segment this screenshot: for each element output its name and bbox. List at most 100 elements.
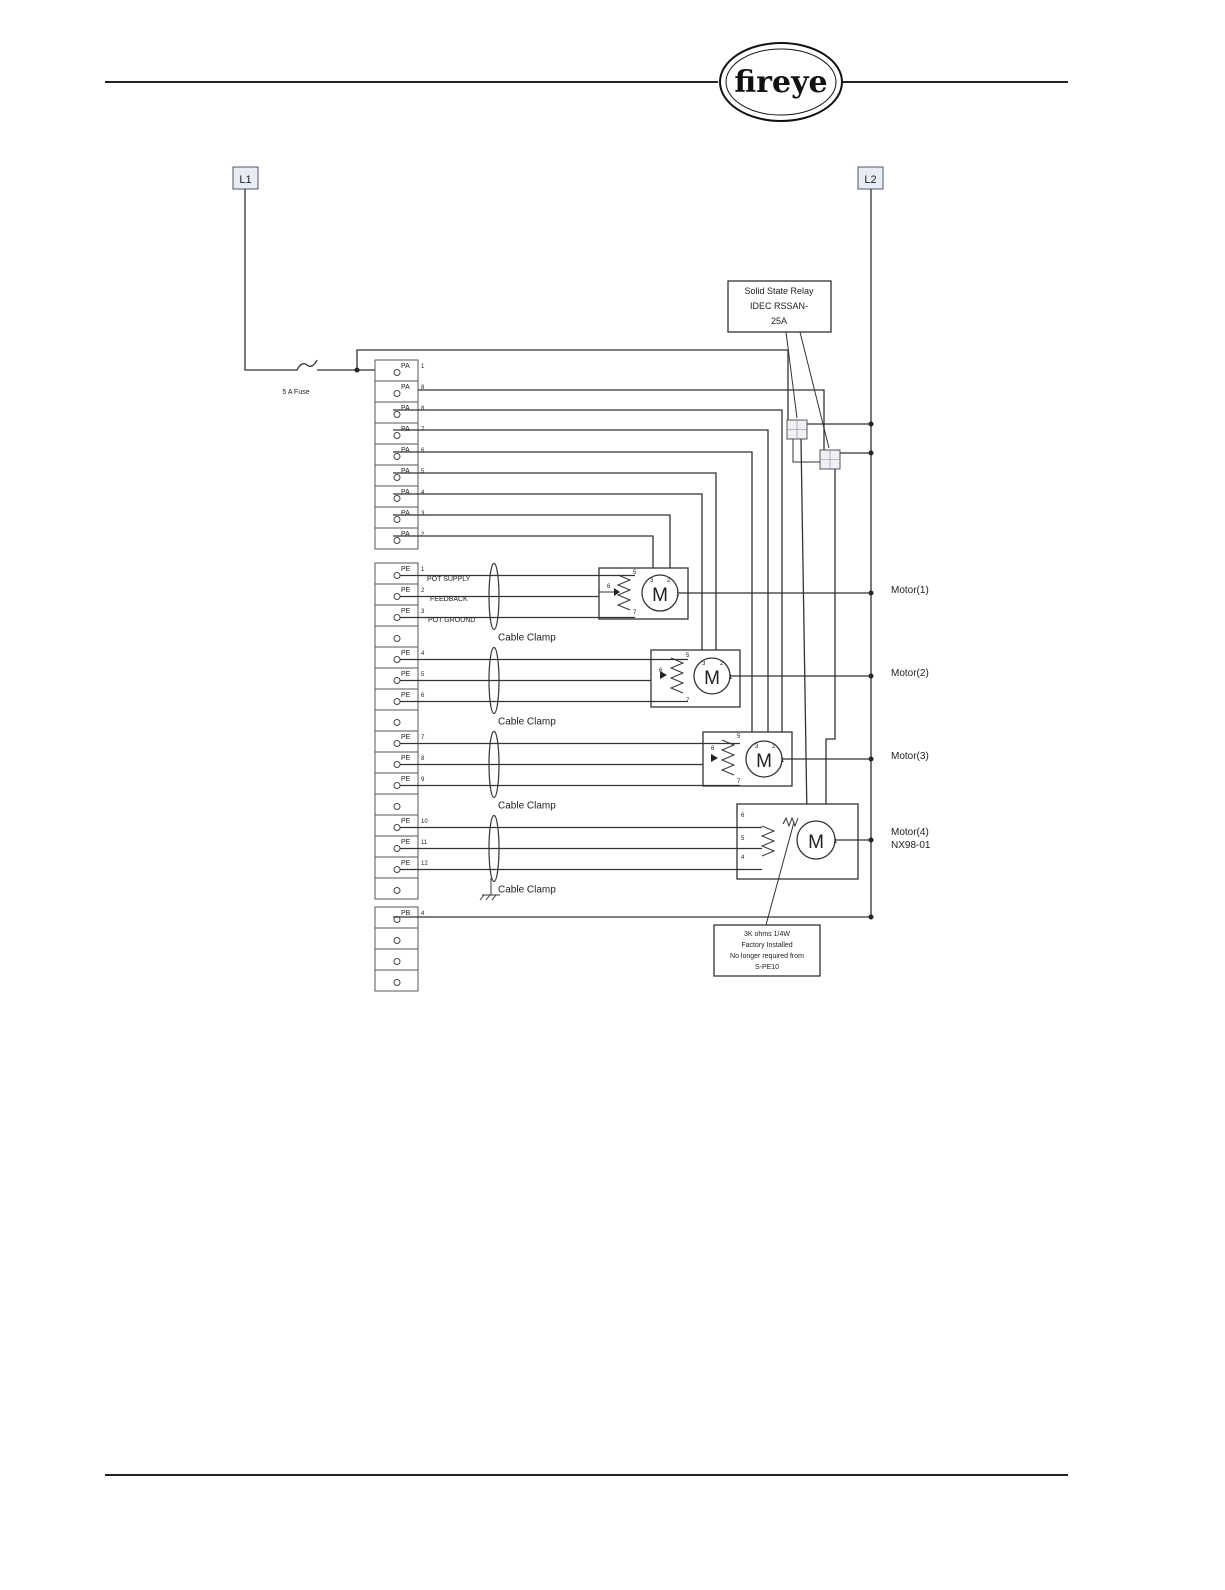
svg-text:3: 3 — [755, 744, 759, 750]
resistor-note-pointer — [765, 821, 795, 926]
svg-text:3K ohms 1/4W: 3K ohms 1/4W — [744, 931, 790, 938]
l1-wire — [244, 189, 290, 371]
svg-text:2: 2 — [720, 661, 724, 667]
svg-text:1: 1 — [729, 675, 733, 681]
terminal-number: 8 — [421, 406, 425, 412]
svg-text:3: 3 — [650, 578, 654, 584]
svg-text:Factory Installed: Factory Installed — [741, 942, 792, 949]
svg-text:M: M — [652, 585, 668, 606]
terminal-tag: PA — [401, 384, 410, 391]
terminal-tag: PE — [401, 692, 411, 699]
terminal-number: 3 — [421, 511, 425, 517]
svg-text:L1: L1 — [239, 174, 251, 186]
motor-1: M 65 73 21 — [598, 567, 689, 620]
svg-text:M: M — [704, 668, 720, 689]
terminal-tag: PE — [401, 776, 411, 783]
potentiometer-2 — [669, 657, 685, 694]
svg-text:1: 1 — [834, 839, 838, 845]
terminal-tag: PE — [401, 734, 411, 741]
resistor-note: 3K ohms 1/4W Factory Installed No longer… — [713, 924, 821, 977]
svg-text:5: 5 — [633, 570, 637, 576]
relay-2 — [819, 449, 841, 470]
terminal-tag: PB — [401, 910, 411, 917]
pa-wire-2 — [393, 429, 769, 740]
terminal-tag: PA — [401, 405, 410, 412]
svg-text:7: 7 — [633, 610, 637, 616]
pot-supply-label: POT SUPPLY — [427, 576, 471, 583]
logo-text: fireye — [734, 65, 827, 100]
pa-terminal: PA 8 — [374, 380, 425, 403]
terminal-tag: PA — [401, 489, 410, 496]
terminal-number: 8 — [421, 385, 425, 391]
pb-terminal-blank — [374, 927, 419, 950]
terminal-tag: PE — [401, 839, 411, 846]
pa-wire-6 — [393, 514, 671, 578]
resistor-3k — [782, 816, 799, 828]
svg-text:5: 5 — [686, 653, 690, 659]
motor-label: Motor(1) — [891, 585, 929, 596]
svg-text:Solid State Relay: Solid State Relay — [744, 286, 814, 296]
cable-clamp: Cable Clamp — [488, 730, 556, 812]
motor-label: Motor(3) — [891, 751, 929, 762]
cable-clamp-label: Cable Clamp — [498, 801, 556, 812]
terminal-tag: PE — [401, 650, 411, 657]
terminal-tag: PE — [401, 587, 411, 594]
potentiometer-4 — [760, 825, 776, 857]
svg-text:6: 6 — [711, 746, 715, 752]
terminal-number: 3 — [421, 609, 425, 615]
pe-terminal: PE 2 — [374, 583, 425, 606]
pe-terminal: PE 9 — [374, 772, 425, 795]
pe-terminal: PE 1 — [374, 562, 425, 585]
svg-text:No longer required from: No longer required from — [730, 953, 804, 960]
svg-text:6: 6 — [607, 584, 611, 590]
ground-symbol — [479, 878, 500, 901]
pa-wire-7 — [393, 535, 654, 578]
svg-text:7: 7 — [737, 779, 741, 785]
svg-text:4: 4 — [741, 855, 745, 861]
pa8-relay2-wire — [393, 389, 825, 450]
terminal-number: 1 — [421, 364, 425, 370]
terminal-number: 1 — [421, 567, 425, 573]
terminal-tag: PE — [401, 566, 411, 573]
terminal-tag: PA — [401, 447, 410, 454]
relay-1 — [786, 419, 808, 440]
terminal-number: 2 — [421, 532, 425, 538]
terminal-number: 2 — [421, 588, 425, 594]
svg-text:IDEC RSSAN-: IDEC RSSAN- — [750, 301, 808, 311]
terminal-tag: PE — [401, 608, 411, 615]
terminal-number: 9 — [421, 777, 425, 783]
pe-terminal: PE 7 — [374, 730, 425, 753]
fuse-label: 5 A Fuse — [282, 389, 309, 396]
pa-wire-4 — [393, 472, 717, 660]
terminal-number: 11 — [421, 840, 428, 846]
fuse-symbol — [290, 359, 318, 371]
l2-label: L2 — [857, 166, 884, 190]
cable-clamp: Cable Clamp — [488, 814, 556, 896]
svg-text:3: 3 — [702, 661, 706, 667]
pb-terminal-blank — [374, 948, 419, 971]
cable-clamp-label: Cable Clamp — [498, 717, 556, 728]
terminal-number: 7 — [421, 735, 425, 741]
pa-terminal: PA 8 — [374, 401, 425, 424]
pb-terminal-blank — [374, 969, 419, 992]
terminal-tag: PA — [401, 531, 410, 538]
cable-clamp-label: Cable Clamp — [498, 885, 556, 896]
pe-terminal-blank — [374, 709, 419, 732]
svg-text:2: 2 — [772, 744, 776, 750]
pa-terminal: PA 4 — [374, 485, 425, 508]
terminal-number: 4 — [421, 490, 425, 496]
svg-text:5: 5 — [737, 734, 741, 740]
cable-clamp-label: Cable Clamp — [498, 633, 556, 644]
motor-label: Motor(2) — [891, 668, 929, 679]
pe-terminal: PE 4 — [374, 646, 425, 669]
terminal-number: 4 — [421, 651, 425, 657]
pe-terminal: PE 3 — [374, 604, 425, 627]
